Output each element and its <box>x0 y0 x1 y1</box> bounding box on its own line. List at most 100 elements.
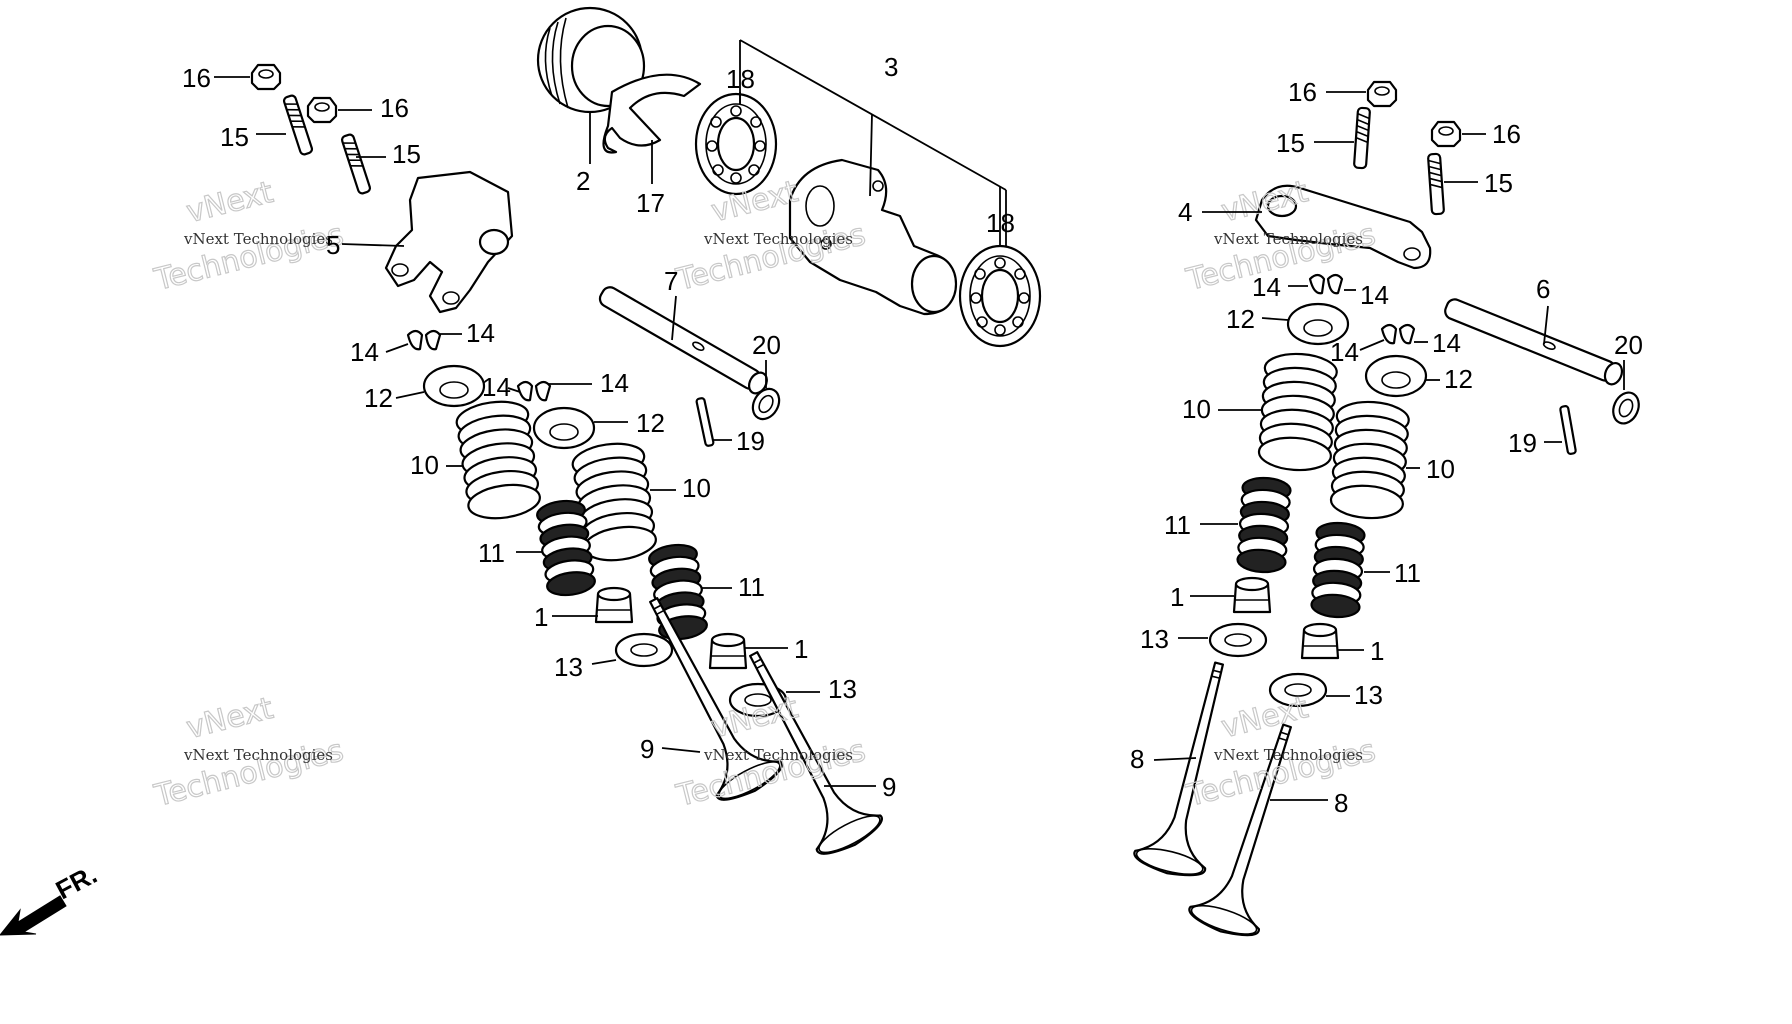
callout-label-19: 19 <box>736 426 765 456</box>
callout-label-8: 8 <box>1334 788 1348 818</box>
callout-leader <box>1359 339 1385 351</box>
stem-seal-1-right-a <box>1232 576 1272 614</box>
callout-label-10: 10 <box>1182 394 1211 424</box>
watermark-1: vNextTechnologies vNext Technologies <box>150 174 348 298</box>
callout-label-12: 12 <box>636 408 665 438</box>
callout-leader <box>671 295 677 341</box>
callout-label-1: 1 <box>1170 582 1184 612</box>
nut-16-left-a <box>250 63 282 91</box>
callout-label-11: 11 <box>1164 510 1191 540</box>
stem-seal-1-right-b <box>1300 622 1340 660</box>
callout-label-15: 15 <box>1276 128 1305 158</box>
callout-label-13: 13 <box>554 652 583 682</box>
svg-text:vNext Technologies: vNext Technologies <box>183 230 333 248</box>
stem-seal-1-left-b <box>708 632 748 670</box>
callout-label-1: 1 <box>1370 636 1384 666</box>
rocker-arm-5 <box>384 170 514 314</box>
callout-label-12: 12 <box>1444 364 1473 394</box>
callout-label-11: 11 <box>738 572 765 602</box>
callout-label-16: 16 <box>1288 77 1317 107</box>
retainer-12-left-a <box>422 364 486 408</box>
callout-label-10: 10 <box>410 450 439 480</box>
callout-label-17: 17 <box>636 188 665 218</box>
outer-spring-10-right-a <box>1256 350 1339 474</box>
callout-label-4: 4 <box>1178 197 1192 227</box>
callout-leader <box>1261 317 1289 321</box>
inner-spring-11-left-b <box>646 541 710 643</box>
callout-label-8: 8 <box>1130 744 1144 774</box>
callout-label-14: 14 <box>482 372 511 402</box>
camshaft-3 <box>788 158 958 316</box>
callout-label-12: 12 <box>364 383 393 413</box>
nut-16-left-b <box>306 96 338 124</box>
callout-leader <box>1153 757 1197 761</box>
callout-leader <box>507 387 521 393</box>
svg-text:vNext Technologies: vNext Technologies <box>1213 230 1363 248</box>
callout-label-13: 13 <box>1140 624 1169 654</box>
stem-seal-1-left-a <box>594 586 634 624</box>
callout-label-1: 1 <box>794 634 808 664</box>
callout-label-2: 2 <box>576 166 590 196</box>
retainer-12-right-b <box>1364 354 1428 398</box>
cotter-14-right-a <box>1308 273 1344 295</box>
callout-label-3: 3 <box>884 52 898 82</box>
callout-label-14: 14 <box>466 318 495 348</box>
callout-label-16: 16 <box>1492 119 1521 149</box>
callout-label-11: 11 <box>1394 558 1421 588</box>
stud-15-right-a <box>1352 106 1372 170</box>
callout-label-11: 11 <box>478 538 505 568</box>
pin-19-left <box>694 396 716 448</box>
callout-label-12: 12 <box>1226 304 1255 334</box>
watermark-group: vNextTechnologies vNext Technologies vNe… <box>150 174 1380 815</box>
callout-label-7: 7 <box>664 266 678 296</box>
callout-label-15: 15 <box>392 139 421 169</box>
nut-16-right-b <box>1430 120 1462 148</box>
outer-spring-10-right-b <box>1328 398 1411 522</box>
callout-bracket-3 <box>739 39 1007 246</box>
callout-label-14: 14 <box>1432 328 1461 358</box>
cotter-14-left-a <box>406 329 442 351</box>
callout-label-16: 16 <box>182 63 211 93</box>
svg-text:vNext Technologies: vNext Technologies <box>703 230 853 248</box>
callout-label-13: 13 <box>828 674 857 704</box>
callout-label-19: 19 <box>1508 428 1537 458</box>
stud-15-left-b <box>339 132 373 196</box>
pin-19-right <box>1558 404 1578 456</box>
cotter-14-left-b <box>516 380 552 402</box>
callout-leader <box>395 391 425 399</box>
callout-leader <box>1543 305 1549 345</box>
callout-label-14: 14 <box>600 368 629 398</box>
callout-label-10: 10 <box>682 473 711 503</box>
callout-label-15: 15 <box>1484 168 1513 198</box>
front-direction-arrow: FR. <box>0 859 102 936</box>
svg-text:vNext Technologies: vNext Technologies <box>703 746 853 764</box>
callout-label-13: 13 <box>1354 680 1383 710</box>
callout-label-15: 15 <box>220 122 249 152</box>
callout-label-18: 18 <box>986 208 1015 238</box>
callout-leader <box>591 659 617 665</box>
stud-15-right-b <box>1426 152 1446 216</box>
callout-label-20: 20 <box>752 330 781 360</box>
rocker-arm-4 <box>1254 184 1432 270</box>
callout-leader <box>661 747 701 753</box>
outer-spring-10-left-a <box>453 396 544 524</box>
oring-20-right <box>1607 387 1645 429</box>
inner-spring-11-right-a <box>1235 475 1293 575</box>
callout-label-1: 1 <box>534 602 548 632</box>
bearing-18-a <box>694 92 778 196</box>
callout-label-14: 14 <box>1330 337 1359 367</box>
callout-label-14: 14 <box>1252 272 1281 302</box>
callout-label-10: 10 <box>1426 454 1455 484</box>
cotter-14-right-b <box>1380 323 1416 345</box>
callout-label-9: 9 <box>882 772 896 802</box>
svg-text:vNext Technologies: vNext Technologies <box>183 746 333 764</box>
nut-16-right-a <box>1366 80 1398 108</box>
callout-label-20: 20 <box>1614 330 1643 360</box>
callout-label-16: 16 <box>380 93 409 123</box>
washer-13-left-a <box>614 632 674 668</box>
svg-text:vNext Technologies: vNext Technologies <box>1213 746 1363 764</box>
camshaft-seal-2 <box>536 6 646 114</box>
callout-label-9: 9 <box>640 734 654 764</box>
